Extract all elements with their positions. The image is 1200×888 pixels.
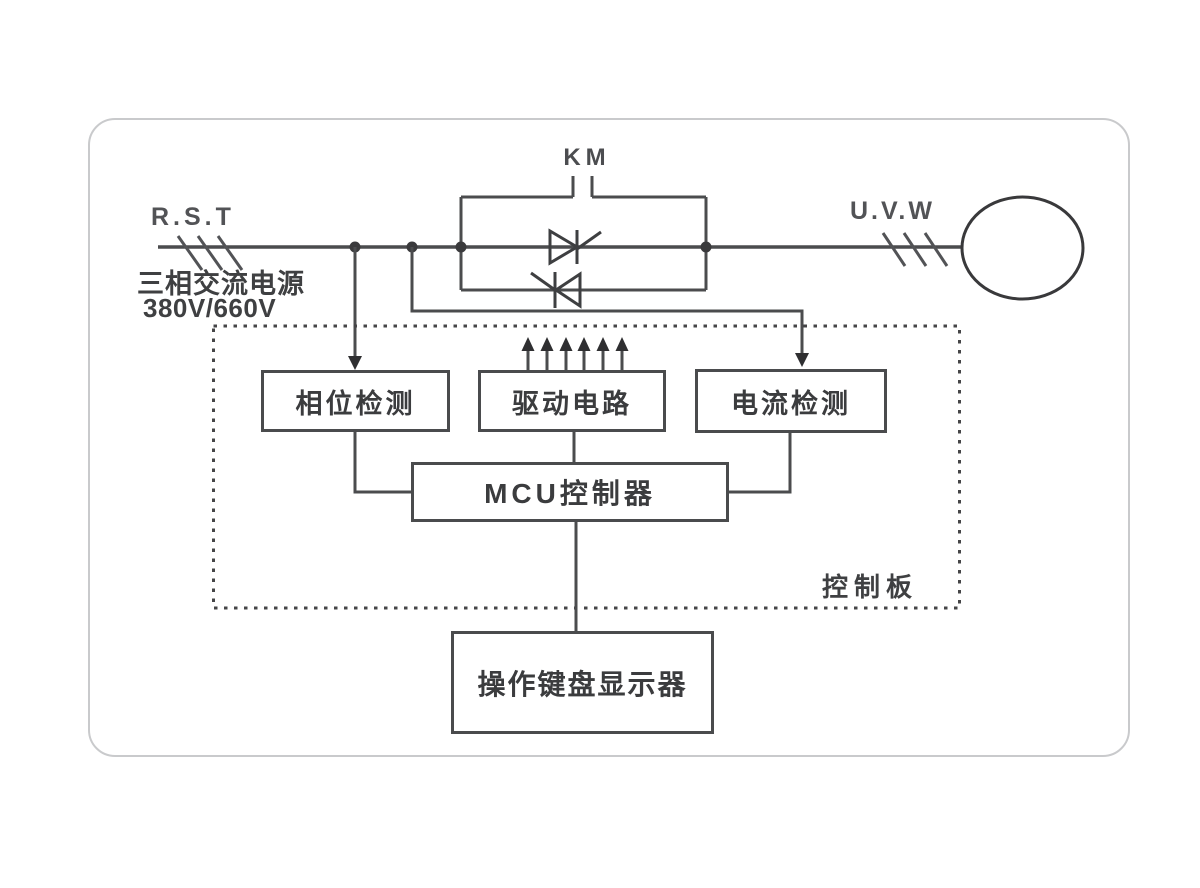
mcu-controller-block: MCU控制器: [411, 462, 729, 522]
wire-to-phase-detect: [348, 247, 362, 370]
uvw-phase-slashes-icon: [881, 232, 949, 267]
current-detect-block: 电流检测: [695, 369, 887, 433]
input-phases-label: R.S.T: [151, 203, 235, 231]
phase-detect-block: 相位检测: [261, 370, 450, 432]
output-phases-label: U.V.W: [850, 197, 935, 225]
wire-phase-to-mcu: [353, 430, 412, 494]
wire-current-to-mcu: [728, 432, 792, 494]
motor-circle-icon: [960, 195, 1085, 301]
block-connectors: [353, 430, 792, 632]
control-board-outline: [212, 324, 961, 610]
power-source-label: 三相交流电源: [137, 269, 305, 299]
thyristor-forward-icon: [548, 228, 602, 266]
km-label: KM: [563, 144, 611, 171]
drive-circuit-block: 驱动电路: [478, 370, 666, 432]
control-board-label: 控制板: [822, 572, 919, 602]
rst-phase-slashes-icon: [176, 235, 244, 271]
arrow-down-icon: [348, 356, 362, 370]
km-contact-icon: [571, 176, 594, 197]
wire-to-current-detect: [410, 247, 809, 367]
arrow-down-icon: [795, 353, 809, 367]
gate-signal-arrows: [521, 337, 629, 371]
keypad-display-block: 操作键盘显示器: [451, 631, 714, 734]
bypass-loop: [459, 176, 708, 292]
thyristor-reverse-icon: [530, 271, 582, 309]
voltage-label: 380V/660V: [143, 293, 277, 323]
